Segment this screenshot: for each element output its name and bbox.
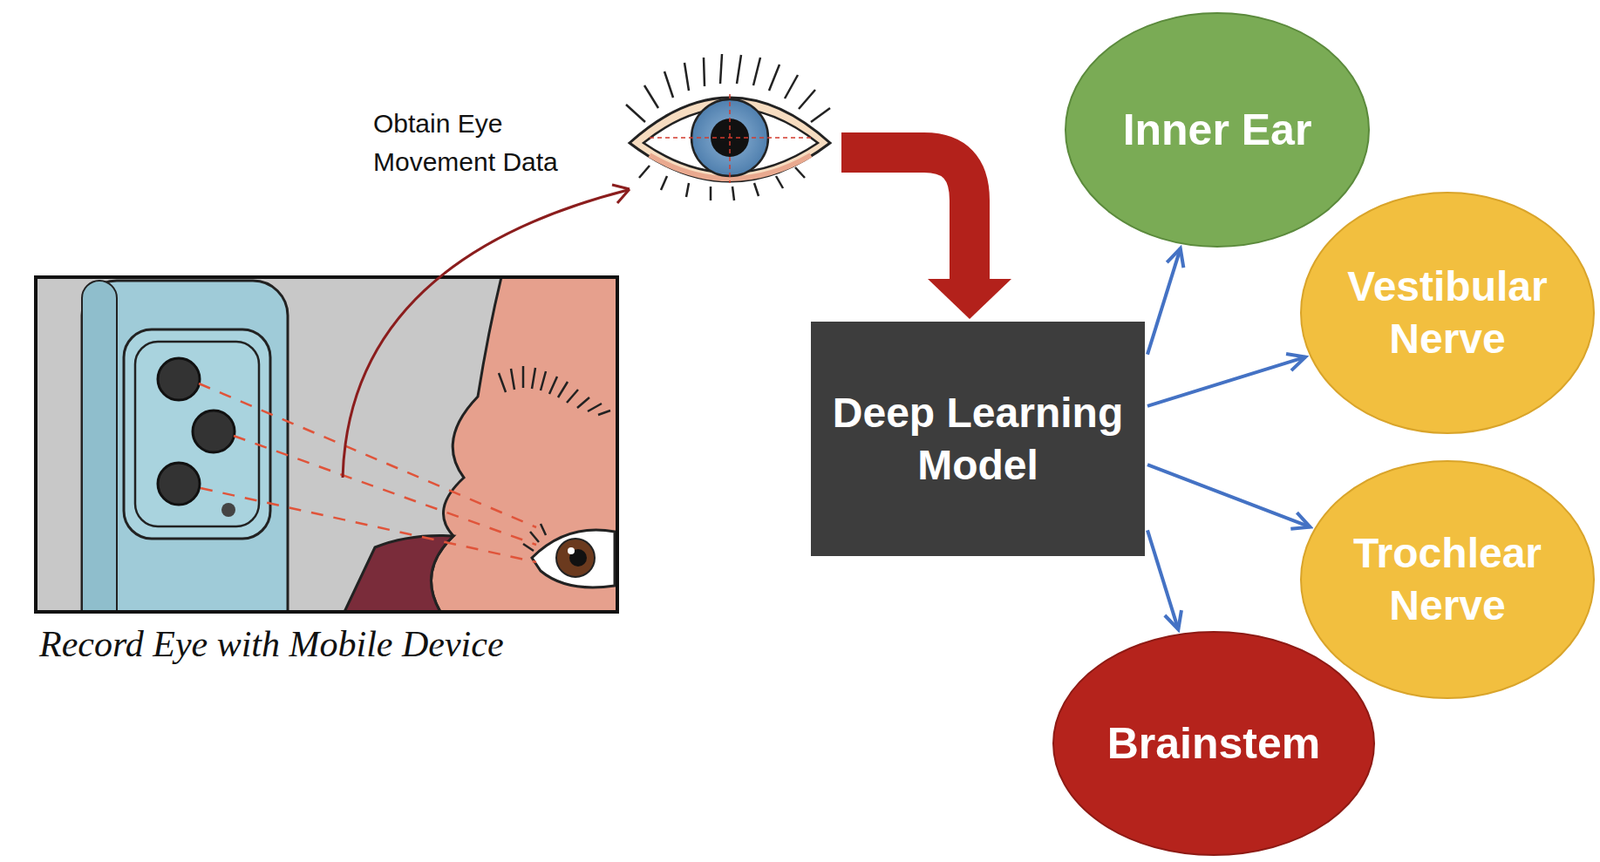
node-text: Deep Learning Model [828,387,1128,492]
phone-scene [35,277,618,613]
connector-arrow [1147,248,1181,355]
inner-ear-ellipse: Inner Ear [1063,11,1371,249]
caption-label: Record Eye with Mobile Device [39,622,650,667]
node-text: Inner Ear [1123,102,1313,158]
vestibular-ellipse: Vestibular Nerve [1299,190,1596,436]
pointer-arrow [342,190,628,478]
eye-drawing [626,54,831,201]
model-box: Deep Learning Model [810,321,1145,557]
flow-arrow [841,152,970,281]
brainstem-ellipse: Brainstem [1051,630,1376,858]
connector-arrow [1147,530,1178,630]
connector-arrow [1147,464,1311,528]
ellipse-outline [1299,190,1596,436]
trochlear-ellipse: Trochlear Nerve [1299,459,1596,701]
node-text: Trochlear Nerve [1326,527,1570,633]
connector-arrow [1147,357,1306,407]
step-label: Obtain Eye Movement Data [373,104,602,181]
node-text: Vestibular Nerve [1326,260,1570,366]
node-text: Brainstem [1107,716,1321,772]
ellipse-outline [1299,459,1596,701]
